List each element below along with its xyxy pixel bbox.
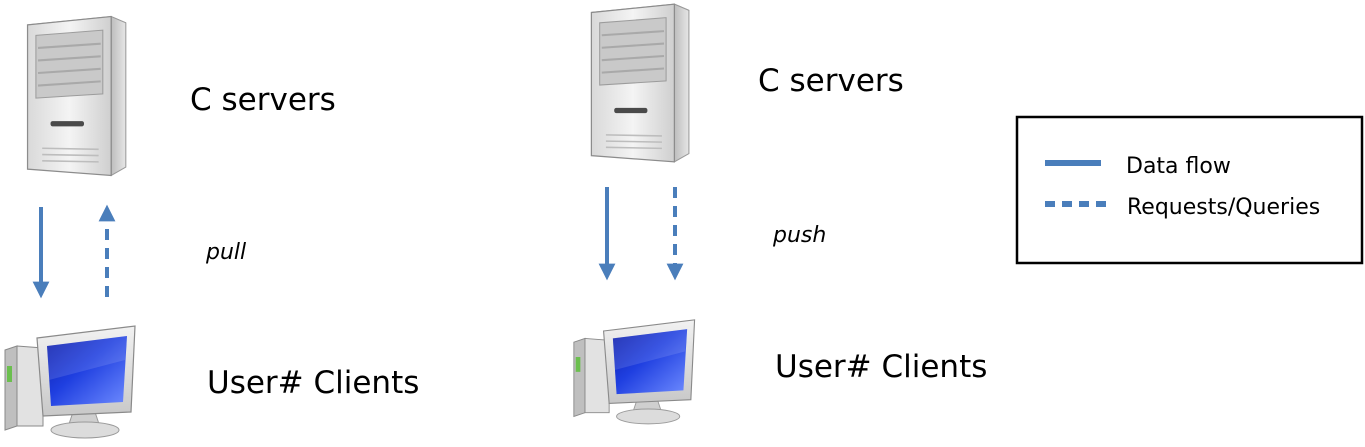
desktop-computer-icon: [573, 319, 696, 425]
mode-label: pull: [205, 240, 246, 265]
server-tower-icon: [26, 15, 127, 177]
client-label: User# Clients: [207, 365, 419, 401]
desktop-computer-icon: [4, 325, 136, 439]
server-label: C servers: [758, 63, 904, 99]
legend-requests-label: Requests/Queries: [1127, 195, 1320, 220]
push-panel: C servers push User# Clients: [573, 3, 987, 425]
server-label: C servers: [190, 82, 336, 118]
legend: Data flow Requests/Queries: [1015, 115, 1364, 265]
legend-data-flow-label: Data flow: [1126, 154, 1231, 179]
client-label: User# Clients: [775, 349, 987, 385]
mode-label: push: [772, 223, 826, 248]
pull-panel: C servers pull User# Clients: [4, 15, 419, 439]
server-tower-icon: [590, 3, 690, 163]
legend-box: [1015, 115, 1364, 265]
